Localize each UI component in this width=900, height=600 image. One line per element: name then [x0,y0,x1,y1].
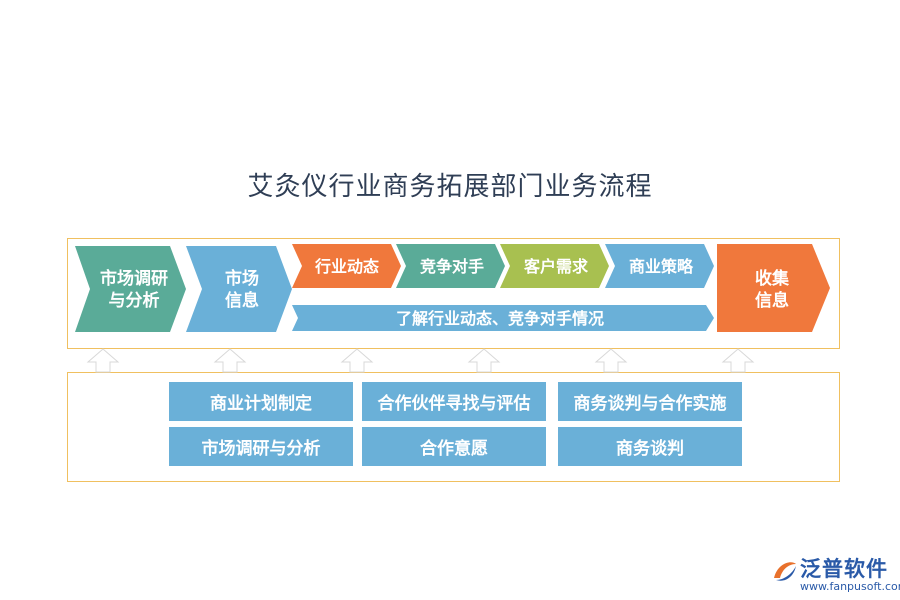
sub-customer-needs-arrow [500,244,609,288]
up-arrow-icon [86,348,120,373]
page-title: 艾灸仪行业商务拓展部门业务流程 [247,172,653,202]
sub-competitors-arrow [396,244,505,288]
activity-negotiation-implementation: 商务谈判与合作实施 [558,382,742,421]
understand-trends-bar [292,305,714,331]
step-market-info-arrow [186,246,292,332]
sub-industry-trends-label: 行业动态 [314,257,379,276]
sub-industry-trends-arrow [292,244,401,288]
step-market-research-arrow [75,246,186,332]
step-collect-info-arrow [717,244,830,332]
brand-name: 泛普软件 [800,557,888,581]
up-arrow-icon [594,348,628,373]
up-arrow-icon [213,348,247,373]
brand-url: www.fanpusoft.com [800,580,900,593]
activity-partner-search: 合作伙伴寻找与评估 [362,382,546,421]
sub-business-strategy-arrow [605,244,714,288]
up-arrow-icon [340,348,374,373]
sub-customer-needs-label: 客户需求 [524,257,589,276]
up-arrow-icon [721,348,755,373]
activity-cooperation-intent: 合作意愿 [362,427,546,466]
step-collect-info-label: 收集信息 [755,268,790,311]
sub-competitors-label: 竞争对手 [420,257,484,276]
sub-business-strategy-label: 商业策略 [629,257,694,276]
fanpu-logo-icon [774,562,796,581]
activity-negotiation: 商务谈判 [558,427,742,466]
activity-market-research: 市场调研与分析 [169,427,353,466]
step-market-research-label: 市场调研与分析 [100,268,168,311]
up-arrow-icon [467,348,501,373]
activity-business-plan: 商业计划制定 [169,382,353,421]
activities-frame [67,372,840,482]
step-market-info-label: 市场信息 [225,268,259,311]
process-frame [67,238,840,349]
understand-trends-label: 了解行业动态、竞争对手情况 [396,309,604,328]
